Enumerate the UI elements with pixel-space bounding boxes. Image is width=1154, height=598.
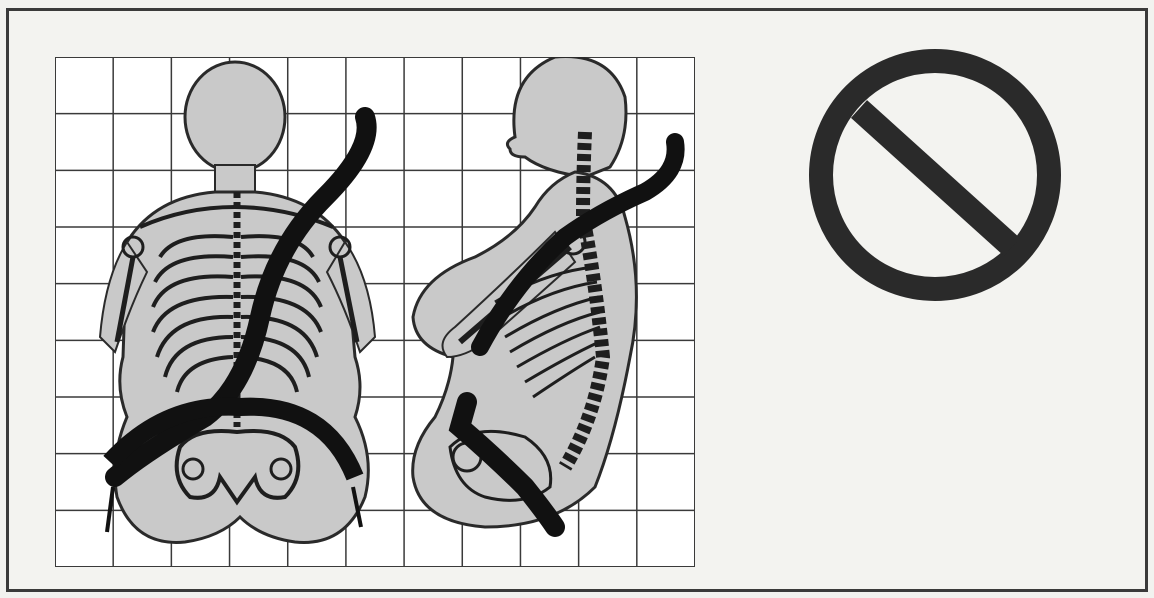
- prohibition-icon: [807, 47, 1077, 317]
- torso-side-skeleton-icon: [413, 57, 676, 527]
- seatbelt-illustration: [55, 57, 695, 567]
- torso-front-skeleton-icon: [100, 62, 375, 542]
- figures-layer: [55, 57, 695, 567]
- diagram-panel: [6, 8, 1148, 592]
